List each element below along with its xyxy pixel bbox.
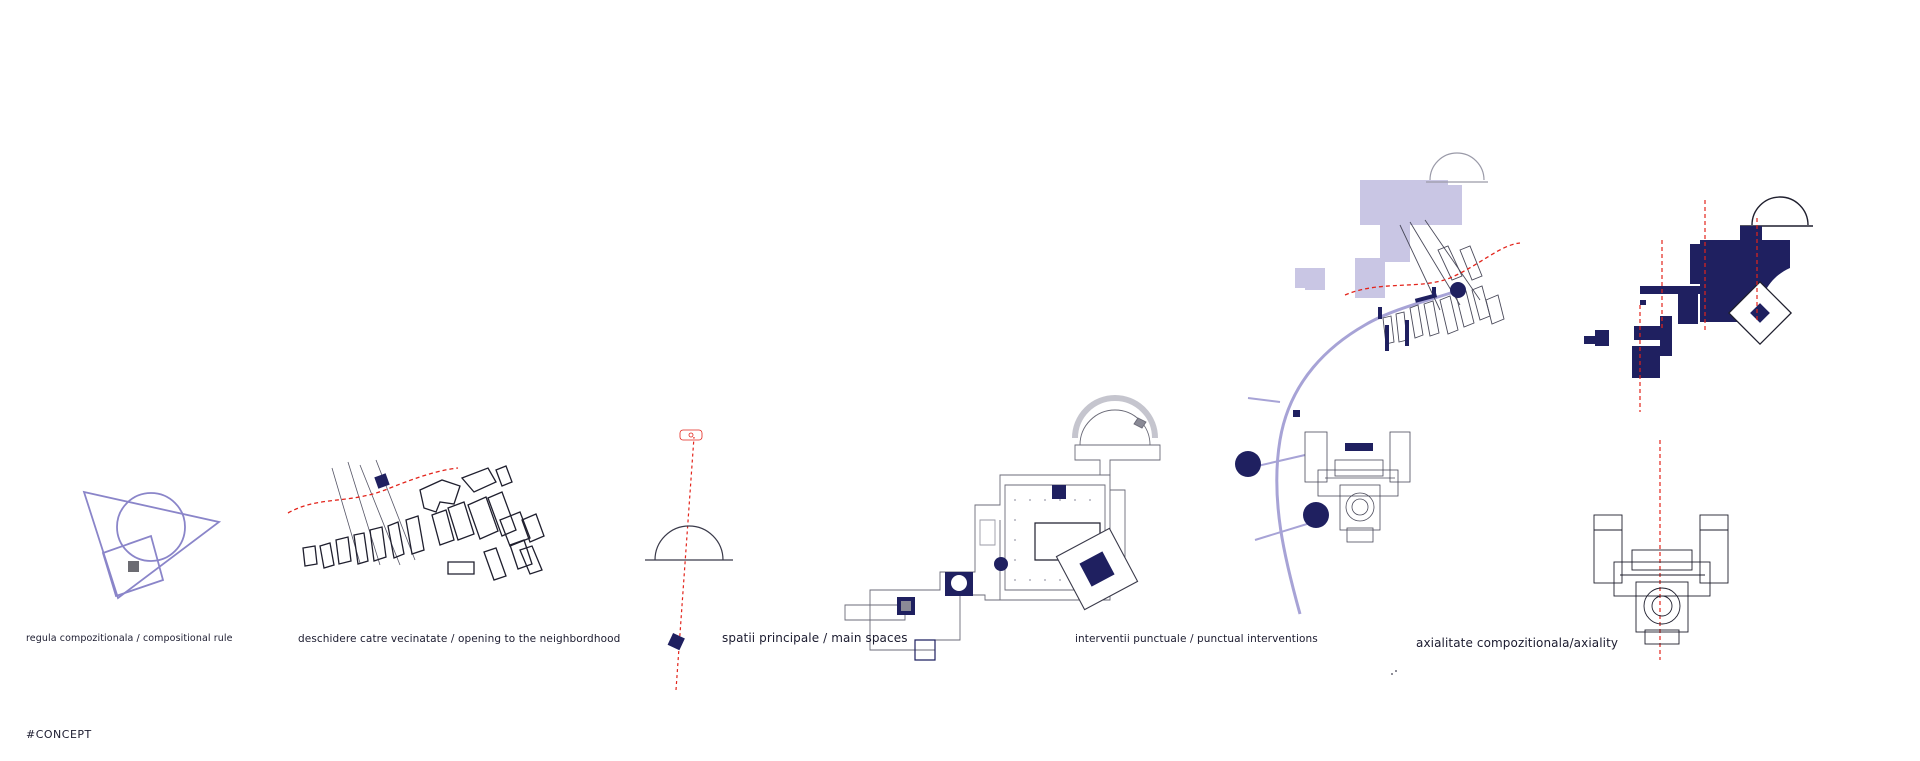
axiality-navy-mass	[1584, 226, 1790, 378]
axiality-diamond	[1727, 280, 1793, 346]
panel-axis-dome	[645, 429, 733, 691]
opening-focus-square	[374, 473, 390, 489]
axiality-red-axes	[1639, 200, 1758, 660]
intervention-circle-left	[1235, 451, 1261, 477]
rule-circle	[116, 492, 186, 562]
intervention-circle-bottom	[1303, 502, 1329, 528]
panel-opening	[287, 459, 545, 581]
main-space-tilted-block	[1055, 527, 1139, 611]
panel-compositional-rule	[82, 490, 222, 600]
intervention-dome	[1429, 152, 1485, 181]
intervention-bar	[1345, 443, 1373, 451]
intervention-lavender-blocks	[1295, 180, 1462, 298]
dome-red-marker	[679, 429, 703, 441]
caption-main-spaces: spatii principale / main spaces	[722, 631, 908, 645]
rule-square	[101, 534, 165, 598]
main-space-circle	[994, 557, 1008, 571]
caption-compositional-rule: regula compozitionala / compositional ru…	[26, 633, 233, 644]
dome-navy-square	[667, 633, 685, 651]
dome-arc	[654, 525, 724, 561]
opening-red-axis	[287, 467, 459, 514]
page-title: #CONCEPT	[26, 728, 92, 741]
intervention-circle-top	[1450, 282, 1466, 298]
dome-red-axis	[675, 436, 695, 691]
intervention-red-axis	[1344, 242, 1521, 296]
main-space-square-top	[1052, 485, 1066, 499]
panel-interventions	[1235, 152, 1521, 615]
panel-axiality	[1391, 196, 1813, 675]
theatre-plan-axial	[1593, 514, 1729, 645]
caption-axiality: axialitate compozitionala/axiality	[1416, 636, 1619, 650]
axiality-dome	[1751, 196, 1809, 226]
panel-main-spaces	[844, 395, 1161, 661]
rule-triangle	[82, 490, 222, 600]
intervention-road	[1275, 288, 1461, 615]
rule-center-square	[128, 561, 139, 572]
neighborhood-blocks	[302, 465, 545, 581]
caption-interventions: interventii punctuale / punctual interve…	[1075, 633, 1318, 645]
theatre-plan-mid	[1304, 431, 1411, 543]
caption-opening: deschidere catre vecinatate / opening to…	[298, 633, 621, 645]
